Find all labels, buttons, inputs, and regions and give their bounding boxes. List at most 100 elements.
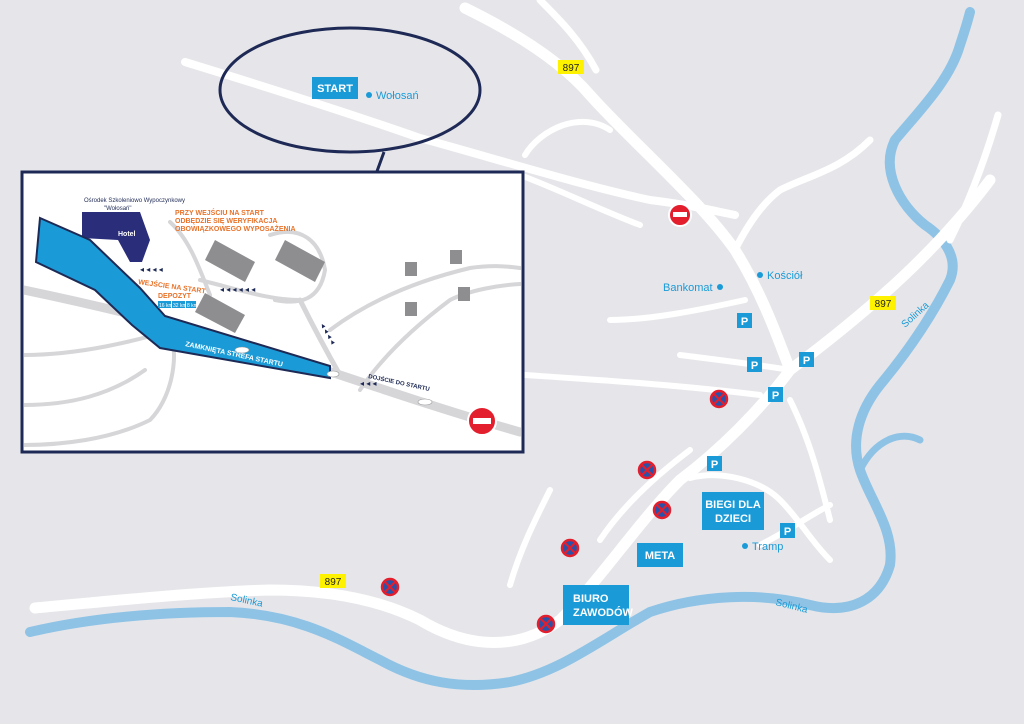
parking-signs: P P P P P P: [707, 313, 814, 538]
tramp-dot-icon: [742, 543, 748, 549]
inset-road-west-2: [24, 368, 147, 407]
road-east-2: [946, 111, 1002, 244]
start-label-box: START: [312, 77, 358, 99]
meta-label: META: [645, 550, 675, 562]
inset-building: [275, 240, 325, 282]
parking-icon: P: [707, 456, 722, 471]
parking-icon: P: [768, 387, 783, 402]
parking-letter: P: [751, 360, 758, 372]
bankomat-label: Bankomat: [663, 282, 713, 294]
biegi-dla-dzieci-box: BIEGI DLA DZIECI: [702, 492, 764, 530]
parking-letter: P: [784, 526, 791, 538]
inset-no-entry-icon: [467, 406, 497, 436]
no-parking-icon: [536, 614, 556, 634]
inset-runner-icon: [326, 370, 340, 378]
inset-depozyt-label: DEPOZYT: [158, 293, 192, 300]
river-solinka-main: [25, 7, 975, 691]
inset-runner-icon: [234, 346, 250, 354]
inset-building: [405, 262, 417, 276]
bankomat-dot-icon: [717, 284, 723, 290]
inset-osrodek-line2: "Wołosań": [104, 206, 132, 212]
road-north-east: [536, 0, 600, 74]
inset-road-upper: [328, 264, 521, 332]
inset-building: [195, 293, 245, 333]
inset-runner-markers: [234, 346, 433, 406]
parking-letter: P: [711, 459, 718, 471]
biuro-line1: BIURO: [573, 593, 609, 605]
inset-road-branch: [358, 282, 521, 392]
inset-building: [205, 240, 255, 282]
inset-verify-line1: PRZY WEJŚCIU NA START: [175, 208, 265, 217]
inset-depozyt-tag: 8 km: [187, 303, 198, 309]
parking-letter: P: [741, 316, 748, 328]
inset-building: [458, 287, 470, 301]
parking-icon: P: [780, 523, 795, 538]
parking-icon: P: [747, 357, 762, 372]
no-parking-icon: [652, 500, 672, 520]
river-layer: [25, 7, 975, 691]
no-parking-signs: [380, 389, 729, 634]
inset-road-junction: [198, 278, 302, 302]
road-south-loop: [687, 472, 833, 563]
start-label: START: [317, 83, 353, 95]
road-tramp: [757, 502, 833, 548]
inset-hotel-label: Hotel: [118, 231, 136, 238]
road-number-897-north: 897: [558, 60, 584, 74]
road-south-west: [507, 487, 553, 588]
road-897-main: [29, 2, 796, 648]
road-897-east: [784, 174, 996, 376]
inset-hotel-building: [82, 212, 150, 262]
kosciol-label: Kościół: [767, 270, 803, 282]
road-number-text: 897: [563, 63, 580, 74]
parking-icon: P: [799, 352, 814, 367]
no-entry-icon: [668, 203, 692, 227]
inset-osrodek-line1: Ośrodek Szkoleniowo Wypoczynkowy: [84, 198, 185, 204]
inset-arrow: ◂ ◂ ◂ ◂: [140, 265, 163, 274]
inset-building: [450, 250, 462, 264]
road-loop-mid: [517, 172, 643, 228]
inset-building: [405, 302, 417, 316]
road-mid-west: [522, 372, 763, 398]
no-parking-icon: [560, 538, 580, 558]
road-inner-junction: [677, 352, 793, 373]
river-solinka-branch: [856, 432, 924, 474]
no-parking-icon: [380, 577, 400, 597]
road-number-text: 897: [875, 299, 892, 310]
inset-road-west: [24, 327, 176, 447]
no-parking-icon: [637, 460, 657, 480]
wolosan-label: Wołosań: [376, 90, 419, 102]
inset-depozyt-tag: 32 km: [173, 303, 187, 309]
inset-depozyt-tags: 16 km 32 km 8 km: [158, 301, 198, 309]
road-bankomat: [607, 297, 748, 323]
road-number-897-east: 897: [870, 296, 896, 310]
no-parking-icon: [709, 389, 729, 409]
inset-depozyt-tag: 16 km: [159, 303, 173, 309]
biegi-line2: DZIECI: [715, 513, 751, 525]
parking-letter: P: [803, 355, 810, 367]
inset-start-zone: [34, 216, 331, 380]
inset-verify-line3: OBOWIĄZKOWEGO WYPOSAŻENIA: [175, 225, 296, 233]
inset-map: Hotel ZAMKNIĘTA STREFA STARTU ◂ ◂ ◂ ◂ ◂ …: [20, 170, 525, 454]
inset-arrow: ◂ ◂ ◂: [360, 379, 377, 388]
road-parallel: [597, 447, 693, 543]
inset-arrow: ◂ ◂ ◂ ◂ ◂ ◂: [220, 285, 255, 294]
biuro-zawodow-box: BIURO ZAWODÓW: [563, 585, 633, 625]
biuro-line2: ZAWODÓW: [573, 606, 633, 619]
tramp-label: Tramp: [752, 541, 783, 553]
parking-icon: P: [737, 313, 752, 328]
wolosan-dot-icon: [366, 92, 372, 98]
inset-road-north-spur: [168, 220, 212, 297]
start-loop-track: [218, 26, 482, 154]
inset-buildings: [195, 240, 470, 333]
kosciol-dot-icon: [757, 272, 763, 278]
parking-letter: P: [772, 390, 779, 402]
road-loop-north: [522, 118, 613, 158]
road-number-text: 897: [325, 577, 342, 588]
inset-verify-line2: ODBĘDZIE SIĘ WERYFIKACJA: [175, 218, 277, 225]
road-kosciol: [731, 136, 874, 254]
inset-runner-icon: [417, 398, 433, 406]
road-number-897-west: 897: [320, 574, 346, 588]
meta-box: META: [637, 543, 683, 567]
inset-road-north: [297, 297, 343, 378]
